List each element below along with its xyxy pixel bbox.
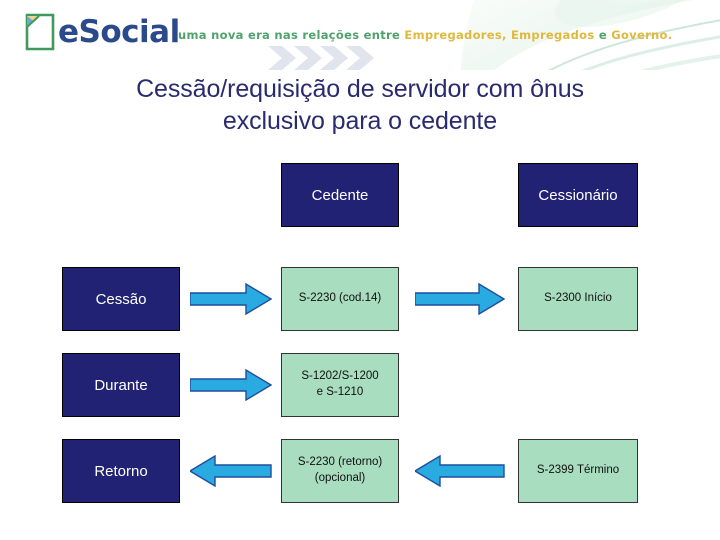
row-label-retorno-label: Retorno bbox=[94, 462, 148, 480]
tagline-text-gold-1: Empregadores, Empregados bbox=[404, 28, 595, 42]
cell-retorno-cedente-line-1: S-2230 (retorno) bbox=[297, 456, 383, 469]
arrow-durante-cedente-right-icon bbox=[190, 369, 272, 401]
cell-retorno-cedente: S-2230 (retorno) (opcional) bbox=[281, 439, 399, 503]
header-tagline: uma nova era nas relações entre Empregad… bbox=[178, 28, 672, 42]
tagline-text-gold-2: Governo. bbox=[611, 28, 673, 42]
row-label-retorno: Retorno bbox=[62, 439, 180, 503]
cell-retorno-cessionario-label: S-2399 Término bbox=[536, 464, 620, 477]
cell-durante-cedente-line-2: e S-1210 bbox=[316, 386, 364, 398]
cell-cessao-cedente: S-2230 (cod.14) bbox=[281, 267, 399, 331]
page-title-line-1: Cessão/requisição de servidor com ônus bbox=[136, 75, 584, 103]
row-label-cessao: Cessão bbox=[62, 267, 180, 331]
row-label-durante-label: Durante bbox=[94, 376, 148, 394]
column-header-cedente-label: Cedente bbox=[311, 186, 369, 204]
page-title-line-2: exclusivo para o cedente bbox=[222, 107, 498, 135]
cell-cessao-cedente-label: S-2230 (cod.14) bbox=[298, 292, 382, 305]
row-label-durante: Durante bbox=[62, 353, 180, 417]
cell-retorno-cedente-line-2: (opcional) bbox=[314, 472, 366, 484]
cell-retorno-cessionario: S-2399 Término bbox=[518, 439, 638, 503]
arrow-cessao-cessionario-right-icon bbox=[415, 283, 505, 315]
cell-cessao-cessionario-label: S-2300 Início bbox=[544, 292, 612, 305]
column-header-cessionario-label: Cessionário bbox=[538, 186, 618, 204]
cell-cessao-cessionario: S-2300 Início bbox=[518, 267, 638, 331]
esocial-logo: eSocial bbox=[24, 13, 180, 51]
tagline-text-green: uma nova era nas relações entre bbox=[178, 28, 401, 42]
page-title: Cessão/requisição de servidor com ônus e… bbox=[0, 73, 720, 137]
tagline-conjunction: e bbox=[598, 28, 607, 42]
arrow-retorno-cedente-left-icon bbox=[190, 455, 272, 487]
cell-durante-cedente: S-1202/S-1200 e S-1210 bbox=[281, 353, 399, 417]
column-header-cessionario: Cessionário bbox=[518, 163, 638, 227]
arrow-cessao-cedente-right-icon bbox=[190, 283, 272, 315]
column-header-cedente: Cedente bbox=[281, 163, 399, 227]
row-label-cessao-label: Cessão bbox=[95, 290, 147, 308]
arrow-retorno-cessionario-left-icon bbox=[415, 455, 505, 487]
logo-wordmark: eSocial bbox=[58, 13, 180, 50]
cell-durante-cedente-line-1: S-1202/S-1200 bbox=[301, 370, 379, 383]
document-page-icon bbox=[25, 13, 55, 51]
